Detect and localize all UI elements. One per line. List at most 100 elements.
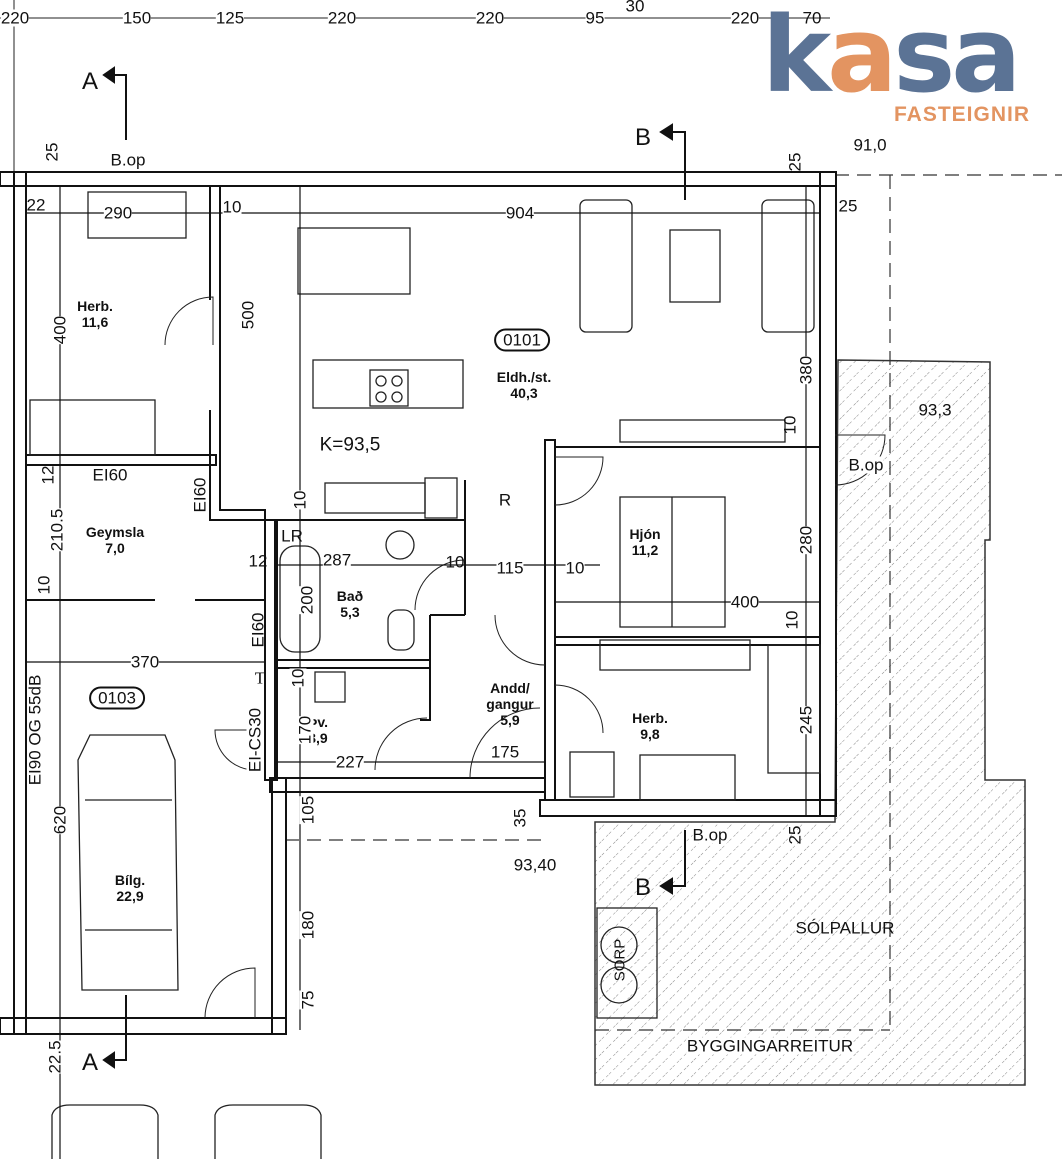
section-mark-b: B xyxy=(634,124,652,151)
logo-letters-sa: sa xyxy=(893,0,1021,116)
room-area: 22,9 xyxy=(116,888,144,904)
dimension-line-top xyxy=(0,0,830,200)
room-name: Eldh./st. xyxy=(496,368,552,385)
top-dim: 70 xyxy=(802,8,822,28)
fire-rating-label: EI-CS30 xyxy=(245,707,265,773)
room-area: 40,3 xyxy=(510,385,538,401)
unit-badge-0103: 0103 xyxy=(89,686,145,710)
room-bilg: Bílg.22,9 xyxy=(114,871,146,905)
top-dim: 220 xyxy=(730,8,760,28)
unit-badge-0101: 0101 xyxy=(494,328,550,352)
opening-label: B.op xyxy=(848,455,884,475)
dimension: 10 xyxy=(565,558,585,578)
walls xyxy=(0,171,837,1035)
level-label: 91,0 xyxy=(853,135,887,155)
room-name: Herb. xyxy=(632,709,668,726)
room-area: 11,6 xyxy=(81,314,109,330)
fire-rating-label: EI60 xyxy=(248,612,268,648)
room-area: 7,0 xyxy=(105,540,125,556)
dimension: 10 xyxy=(222,197,242,217)
logo-tagline: FASTEIGNIR xyxy=(893,103,1030,126)
section-mark-a: A xyxy=(81,68,99,95)
top-dim: 220 xyxy=(327,8,357,28)
r-label: R xyxy=(498,490,512,510)
section-arrows xyxy=(102,66,686,1069)
lr-label: LR xyxy=(281,526,303,546)
room-area: 5,9 xyxy=(500,712,520,729)
dimension: 22 xyxy=(26,195,46,215)
top-dim: 125 xyxy=(215,8,245,28)
dimension: 904 xyxy=(505,203,535,223)
logo-letter-k: k xyxy=(762,0,831,116)
dimension: 620 xyxy=(50,805,70,835)
room-name: Andd/ xyxy=(490,679,530,696)
furniture xyxy=(29,191,821,1159)
dimension: 10 xyxy=(288,668,308,688)
room-living: Eldh./st.40,3 xyxy=(497,369,551,401)
dimension: 380 xyxy=(796,355,816,385)
dimension: 25 xyxy=(838,196,858,216)
dimension: 210.5 xyxy=(47,508,67,552)
room-name: gangur xyxy=(486,695,534,712)
room-area: 5,3 xyxy=(340,604,360,620)
room-area: 11,2 xyxy=(631,542,659,558)
dimension: 12 xyxy=(38,465,58,485)
top-dim: 30 xyxy=(625,0,645,16)
dimension: 105 xyxy=(298,795,318,825)
kasa-logo: kasa FASTEIGNIR xyxy=(762,0,1052,133)
dimension: 12 xyxy=(248,551,268,571)
room-herb-1: Herb.11,6 xyxy=(77,298,113,330)
opening-label: B.op xyxy=(692,825,728,845)
logo-letter-a: a xyxy=(827,0,897,116)
room-name: Herb. xyxy=(77,297,113,314)
dimension: 400 xyxy=(730,592,760,612)
level-label: 93,3 xyxy=(918,400,952,420)
dimension: 10 xyxy=(34,575,54,595)
door-swings xyxy=(164,296,886,1019)
dimension: 227 xyxy=(335,752,365,772)
boundary-label: BYGGINGARREITUR xyxy=(686,1036,854,1056)
room-name: Bílg. xyxy=(114,871,146,888)
fire-rating-label: EI60 xyxy=(190,477,210,513)
dimension: 25 xyxy=(785,152,805,172)
dimension: 175 xyxy=(490,742,520,762)
room-name: Hjón xyxy=(629,525,661,542)
logo-wordmark: kasa xyxy=(762,0,1021,116)
top-dim: 150 xyxy=(122,8,152,28)
waste-label: SORP xyxy=(611,938,629,982)
room-herb-2: Herb.9,8 xyxy=(632,710,668,742)
dimension: 500 xyxy=(238,300,258,330)
dimension: 400 xyxy=(50,315,70,345)
dimension: 370 xyxy=(130,652,160,672)
dimension: 115 xyxy=(496,558,524,578)
dimension: 170 xyxy=(295,715,315,745)
section-mark-b: B xyxy=(634,874,652,901)
level-label: 93,40 xyxy=(513,855,557,875)
dimension: 245 xyxy=(796,705,816,735)
top-dim: 95 xyxy=(585,8,605,28)
dimension: 10 xyxy=(445,552,465,572)
dimension: 75 xyxy=(298,990,318,1010)
dimension: 35 xyxy=(510,808,530,828)
dimension: 10 xyxy=(782,610,802,630)
dimension: 10 xyxy=(290,490,310,510)
dimension: 10 xyxy=(780,415,800,435)
opening-label: B.op xyxy=(110,150,146,170)
deck-area xyxy=(594,359,1026,1086)
top-dim: 220 xyxy=(475,8,505,28)
dimension: 180 xyxy=(298,910,318,940)
dimension: 290 xyxy=(103,203,133,223)
room-name: Geymsla xyxy=(85,523,145,540)
deck-label: SÓLPALLUR xyxy=(795,918,895,938)
top-dim: 220 xyxy=(0,8,30,28)
dimension: 280 xyxy=(796,525,816,555)
section-mark-a: A xyxy=(81,1049,99,1076)
dimension: 22.5 xyxy=(45,1040,65,1074)
building-boundary xyxy=(285,174,1062,1031)
room-name: Bað xyxy=(336,587,364,604)
